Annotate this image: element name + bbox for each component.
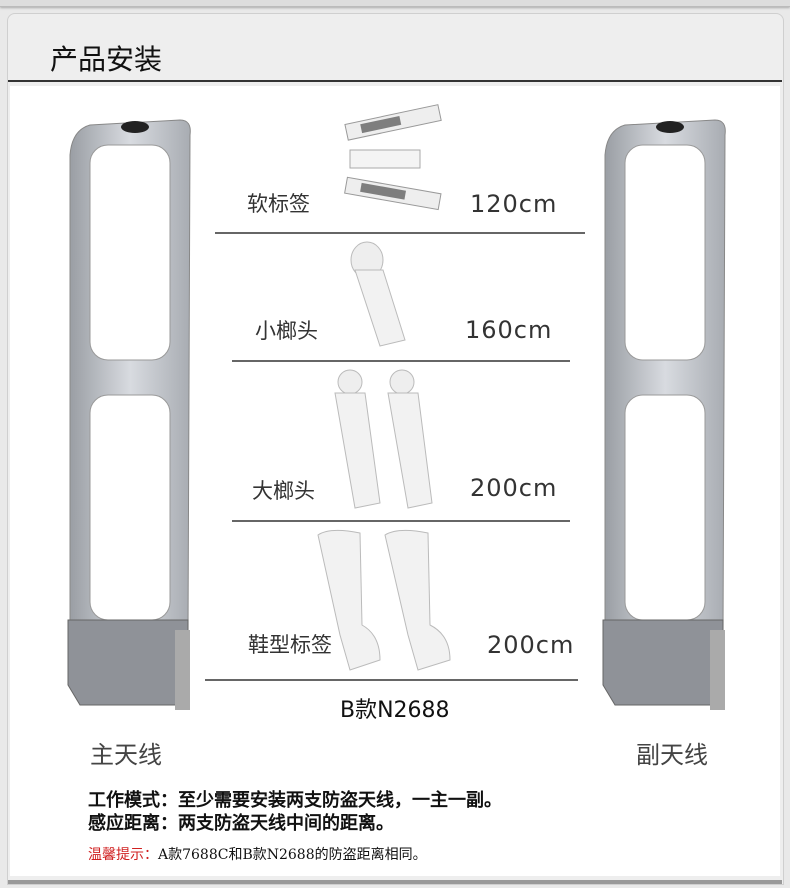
tag-distance: 200cm [487, 631, 575, 659]
divider [205, 679, 578, 681]
tip-text: A款7688C和B款N2688的防盗距离相同。 [158, 847, 427, 863]
main-antenna-image [67, 119, 191, 710]
tag-label: 软标签 [247, 192, 310, 216]
tag-label: 大榔头 [252, 479, 315, 503]
small-hammer-tag-image [350, 241, 406, 347]
work-mode-note: 工作模式：至少需要安装两支防盗天线，一主一副。 [88, 790, 502, 811]
shoe-tag-image [317, 529, 451, 671]
top-bar [0, 0, 790, 7]
main-antenna-label: 主天线 [90, 741, 162, 769]
secondary-antenna-label: 副天线 [636, 741, 708, 769]
divider [215, 232, 585, 234]
tip-label: 温馨提示： [88, 847, 158, 863]
bottom-border [8, 880, 782, 884]
model-name: B款N2688 [340, 698, 450, 723]
tag-distance: 200cm [470, 474, 558, 502]
soft-label-image [344, 104, 442, 211]
page-title: 产品安装 [50, 43, 163, 76]
large-hammer-tag-image [334, 369, 433, 509]
section-header: 产品安装 [8, 14, 782, 82]
sensing-distance-note: 感应距离：两支防盗天线中间的距离。 [88, 813, 394, 834]
tag-distance: 120cm [470, 190, 558, 218]
tag-label: 鞋型标签 [248, 633, 332, 657]
tip-note: 温馨提示：A款7688C和B款N2688的防盗距离相同。 [88, 844, 427, 864]
tag-label: 小榔头 [255, 319, 318, 343]
divider [232, 360, 570, 362]
tag-distance: 160cm [465, 316, 553, 344]
divider [232, 520, 570, 522]
secondary-antenna-image [602, 119, 726, 710]
